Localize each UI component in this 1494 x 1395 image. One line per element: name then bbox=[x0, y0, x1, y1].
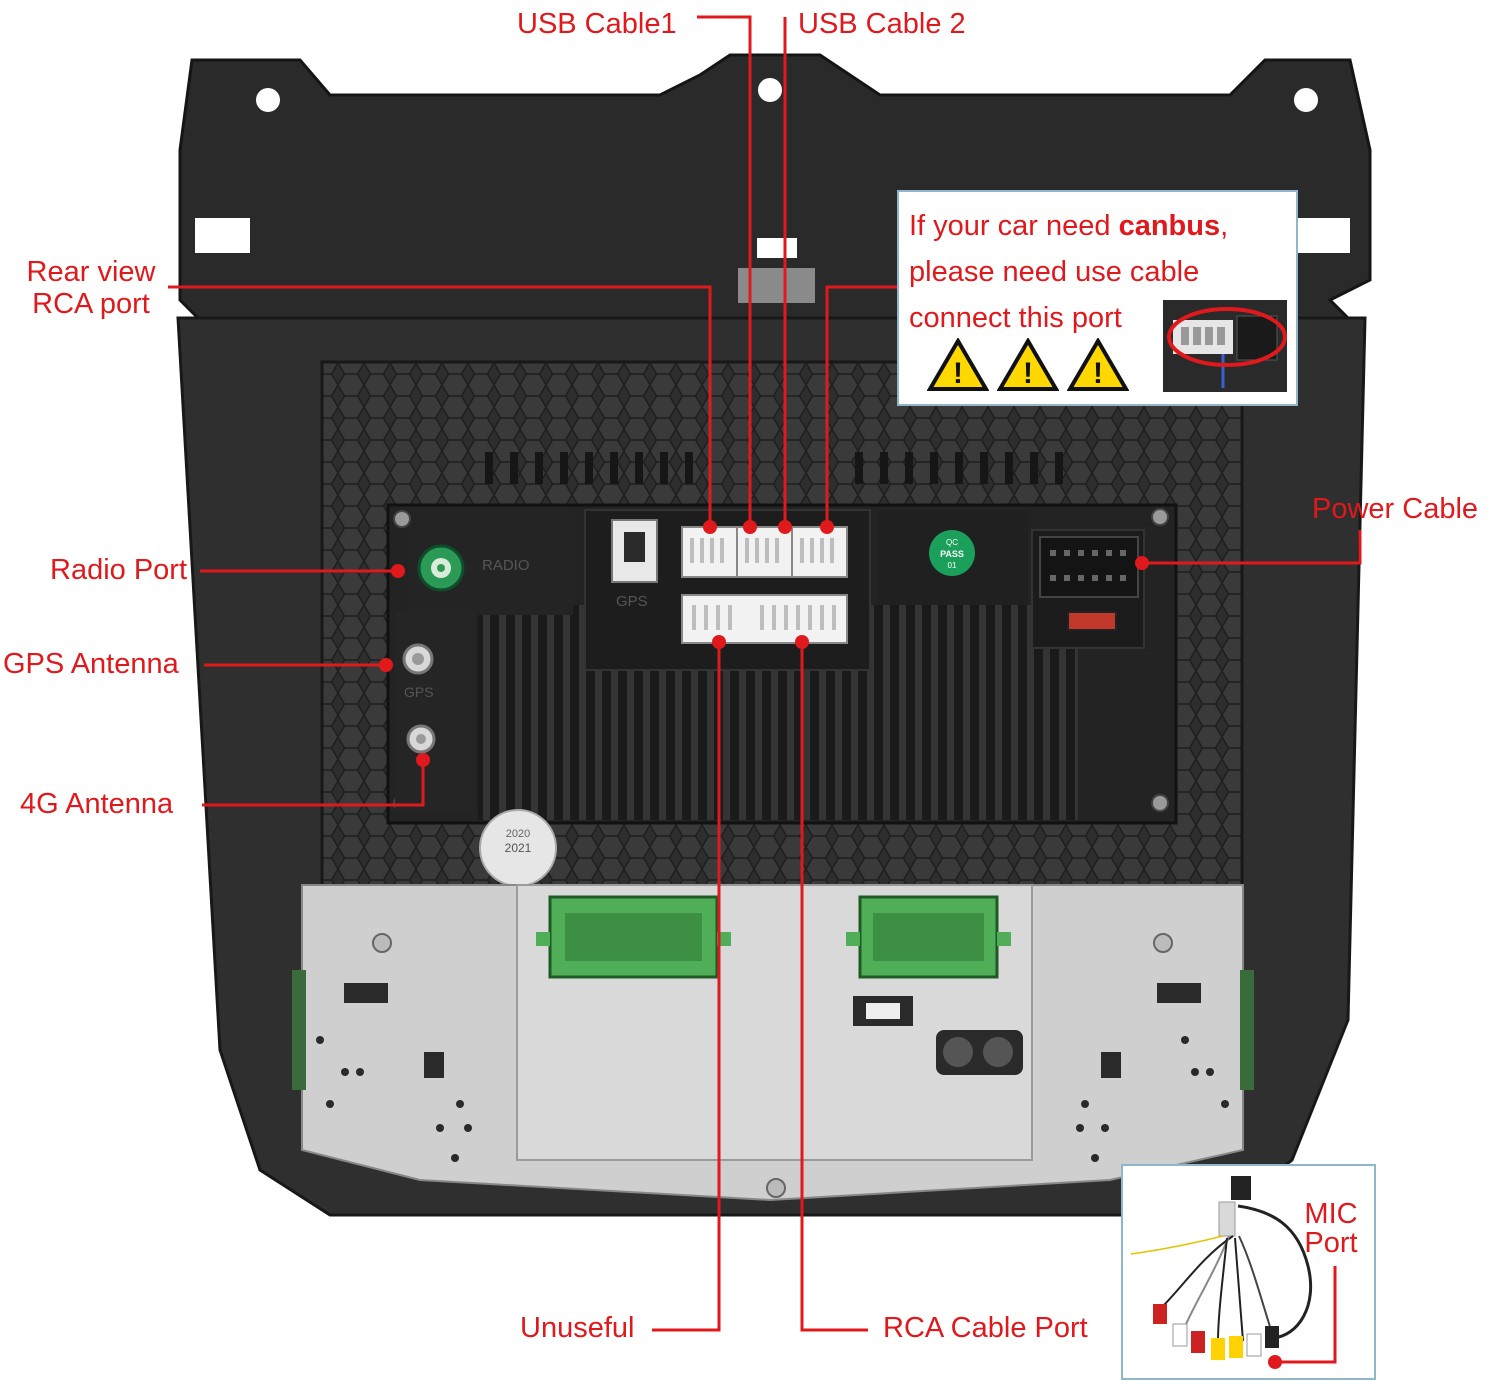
radio-marking: RADIO bbox=[482, 557, 530, 574]
mic-line2: Port bbox=[1304, 1227, 1358, 1259]
rear-view-line1: Rear view bbox=[26, 256, 156, 288]
canbus-line1-prefix: If your car need bbox=[909, 210, 1119, 242]
qc-text-1: QC bbox=[946, 538, 958, 547]
canbus-line1: If your car need canbus, bbox=[909, 210, 1228, 243]
canbus-port-photo bbox=[1163, 300, 1287, 392]
warning-icon: ! bbox=[927, 338, 989, 391]
label-4g-antenna: 4G Antenna bbox=[20, 788, 174, 820]
rca-cable-harness-image bbox=[1130, 1176, 1337, 1369]
power-connector bbox=[1039, 536, 1139, 598]
label-gps-antenna: GPS Antenna bbox=[3, 648, 179, 680]
callout-dots bbox=[379, 520, 1149, 767]
callout-lines bbox=[168, 15, 1362, 1332]
canbus-line2: please need use cable bbox=[909, 256, 1200, 288]
mic-cable-box: MIC Port bbox=[1121, 1164, 1376, 1380]
label-rca-cable-port: RCA Cable Port bbox=[883, 1312, 1088, 1344]
qc-text-3: 01 bbox=[948, 561, 957, 570]
warning-icon: ! bbox=[997, 338, 1059, 391]
label-usb-cable1: USB Cable1 bbox=[517, 8, 677, 40]
label-mic-port: MIC Port bbox=[1295, 1200, 1367, 1258]
gps-label-small: GPS bbox=[616, 593, 648, 610]
date-stamp-a: 2020 bbox=[506, 828, 530, 840]
label-usb-cable2: USB Cable 2 bbox=[798, 8, 966, 40]
svg-text:!: ! bbox=[953, 357, 963, 390]
date-stamp-b: 2021 bbox=[505, 841, 532, 855]
canbus-note-box: If your car need canbus, please need use… bbox=[897, 190, 1298, 406]
label-unuseful: Unuseful bbox=[520, 1312, 635, 1344]
svg-text:!: ! bbox=[1093, 357, 1103, 390]
gps-marking: GPS bbox=[404, 684, 434, 700]
lower-connector-block bbox=[681, 594, 848, 644]
qc-text-2: PASS bbox=[940, 549, 964, 559]
canbus-line3: connect this port bbox=[909, 302, 1122, 334]
label-power-cable: Power Cable bbox=[1312, 493, 1479, 525]
fuse bbox=[1067, 611, 1117, 631]
warning-icon: ! bbox=[1067, 338, 1129, 391]
svg-text:!: ! bbox=[1023, 357, 1033, 390]
canbus-keyword: canbus bbox=[1118, 210, 1221, 242]
mic-line1: MIC bbox=[1304, 1198, 1358, 1230]
rear-view-line2: RCA port bbox=[32, 288, 150, 320]
label-radio-port: Radio Port bbox=[50, 554, 188, 586]
qc-pass-sticker bbox=[929, 530, 975, 576]
label-rear-view-rca: Rear view RCA port bbox=[18, 256, 164, 320]
canbus-line1-suffix: , bbox=[1220, 210, 1229, 242]
